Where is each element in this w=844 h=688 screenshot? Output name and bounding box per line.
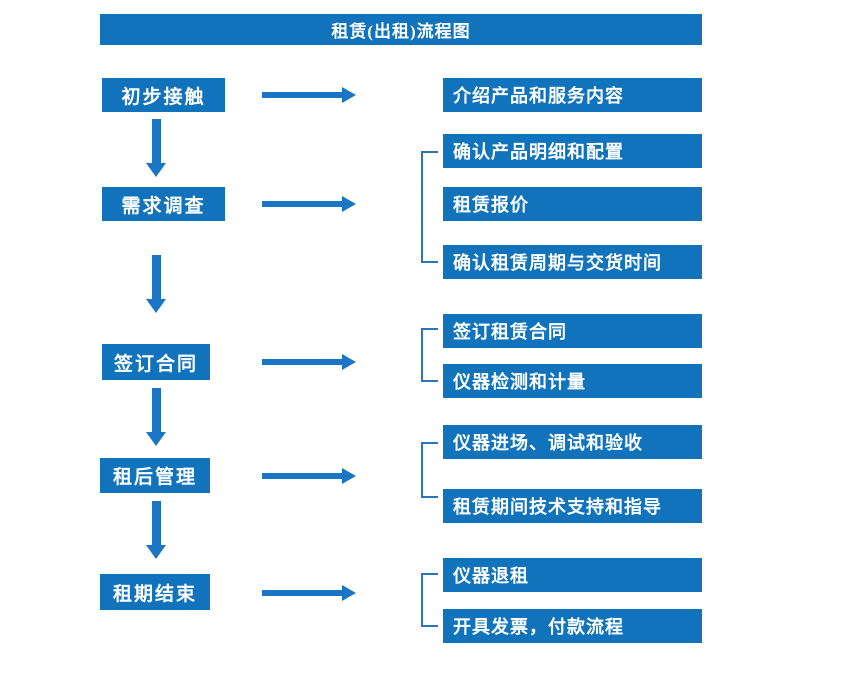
detail-box-instrument-setup-acceptance: 仪器进场、调试和验收: [443, 425, 702, 459]
right-arrow-icon: [262, 196, 356, 212]
down-arrow-icon: [146, 119, 167, 177]
step-box-demand-survey: 需求调查: [102, 187, 225, 221]
step-box-sign-contract: 签订合同: [102, 344, 210, 380]
right-arrow-shaft: [262, 92, 343, 98]
flowchart-title-bar: 租赁(出租)流程图: [100, 14, 702, 45]
flowchart-title: 租赁(出租)流程图: [331, 22, 471, 41]
detail-box-instrument-return: 仪器退租: [443, 558, 702, 592]
right-arrow-shaft: [262, 473, 343, 479]
right-arrow-head: [342, 354, 356, 370]
down-arrow-head: [146, 299, 166, 313]
right-arrow-shaft: [262, 590, 343, 596]
down-arrow-shaft: [152, 255, 161, 299]
right-arrow-shaft: [262, 201, 343, 207]
bracket-connector-post-rental: [421, 442, 438, 498]
down-arrow-shaft: [152, 388, 161, 432]
step-box-post-rental-management: 租后管理: [100, 458, 210, 493]
right-arrow-icon: [262, 87, 356, 103]
down-arrow-icon: [146, 255, 167, 313]
detail-box-sign-rental-contract: 签订租赁合同: [443, 314, 702, 348]
bracket-connector-demand-survey: [421, 151, 438, 263]
down-arrow-head: [146, 163, 166, 177]
down-arrow-icon: [146, 501, 167, 559]
right-arrow-icon: [262, 354, 356, 370]
detail-box-introduce-products: 介绍产品和服务内容: [443, 78, 702, 112]
right-arrow-icon: [262, 468, 356, 484]
detail-box-rental-quotation: 租赁报价: [443, 187, 702, 221]
right-arrow-head: [342, 585, 356, 601]
right-arrow-icon: [262, 585, 356, 601]
detail-box-technical-support: 租赁期间技术支持和指导: [443, 489, 702, 523]
bracket-connector-rental-end: [421, 573, 438, 627]
down-arrow-head: [146, 432, 166, 446]
detail-box-instrument-testing: 仪器检测和计量: [443, 364, 702, 398]
detail-box-invoice-payment: 开具发票，付款流程: [443, 609, 702, 643]
down-arrow-shaft: [152, 119, 161, 163]
right-arrow-shaft: [262, 359, 343, 365]
right-arrow-head: [342, 196, 356, 212]
right-arrow-head: [342, 468, 356, 484]
down-arrow-shaft: [152, 501, 161, 545]
down-arrow-head: [146, 545, 166, 559]
detail-box-confirm-period-delivery: 确认租赁周期与交货时间: [443, 245, 702, 279]
step-box-rental-end: 租期结束: [100, 574, 210, 610]
right-arrow-head: [342, 87, 356, 103]
bracket-connector-sign-contract: [421, 328, 438, 382]
down-arrow-icon: [146, 388, 167, 446]
detail-box-confirm-product-config: 确认产品明细和配置: [443, 134, 702, 168]
step-box-initial-contact: 初步接触: [102, 78, 225, 112]
